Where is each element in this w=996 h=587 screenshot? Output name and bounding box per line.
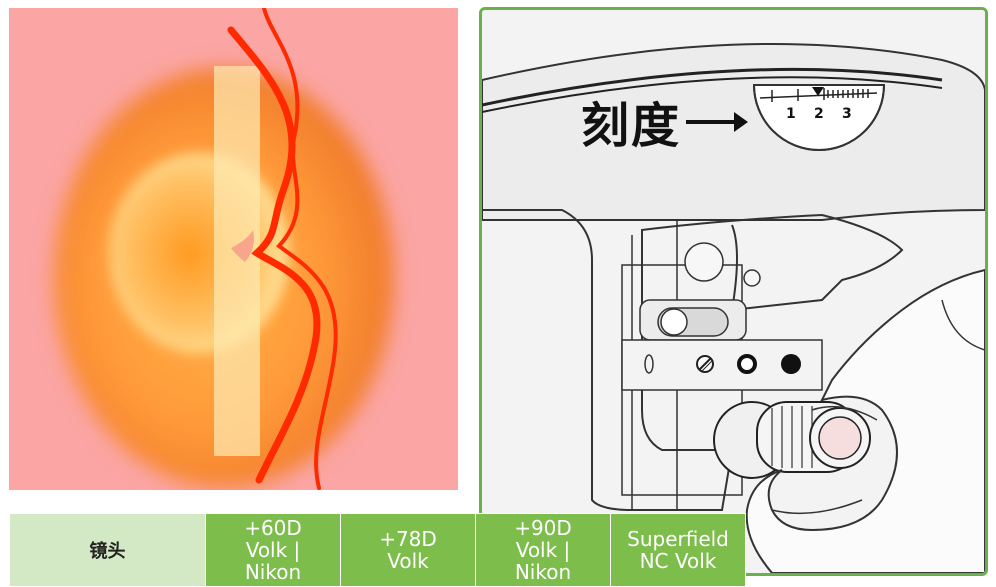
toggle-knob [660, 308, 688, 336]
lens-cell-90d: +90D Volk | Nikon [475, 513, 611, 587]
lens-text: NC Volk [639, 549, 717, 573]
lens-text: +60D [244, 516, 302, 540]
scale-pointer [812, 87, 824, 96]
scale-tick-3: 3 [842, 106, 852, 122]
lens-text: Volk [387, 549, 429, 573]
scale-tick-2: 2 [814, 106, 824, 122]
lens-text: Volk | [515, 538, 571, 562]
slit-lamp-illustration: 1 2 3 [482, 10, 985, 573]
lens-text: Superfield [627, 527, 729, 551]
hand-outline [745, 268, 985, 573]
lens-cell-78d: +78D Volk [340, 513, 476, 587]
lens-header-cell: 镜头 [9, 513, 206, 587]
scale-tick-1: 1 [786, 106, 796, 122]
slit-beam [214, 66, 260, 456]
retina-line-2 [262, 8, 338, 490]
table-row: 镜头 +60D Volk | Nikon +78D Volk +90D Volk… [9, 513, 746, 587]
retina-line-1 [227, 26, 321, 484]
lens-text: +78D [379, 527, 437, 551]
filter-solid [781, 354, 801, 374]
device-panel: 1 2 3 [479, 7, 988, 576]
fundus-illustration [9, 8, 458, 490]
scale-label: 刻度 [581, 98, 682, 154]
lens-text: Volk | [245, 538, 301, 562]
filter-open [737, 354, 757, 374]
slit-reflection [231, 230, 254, 262]
lens-text: Nikon [244, 560, 302, 584]
lens-text: +90D [514, 516, 572, 540]
lens-cell-superfield: Superfield NC Volk [610, 513, 746, 587]
lens-text: Nikon [514, 560, 572, 584]
scale-arrow [686, 112, 748, 132]
lens-table: 镜头 +60D Volk | Nikon +78D Volk +90D Volk… [9, 513, 746, 587]
